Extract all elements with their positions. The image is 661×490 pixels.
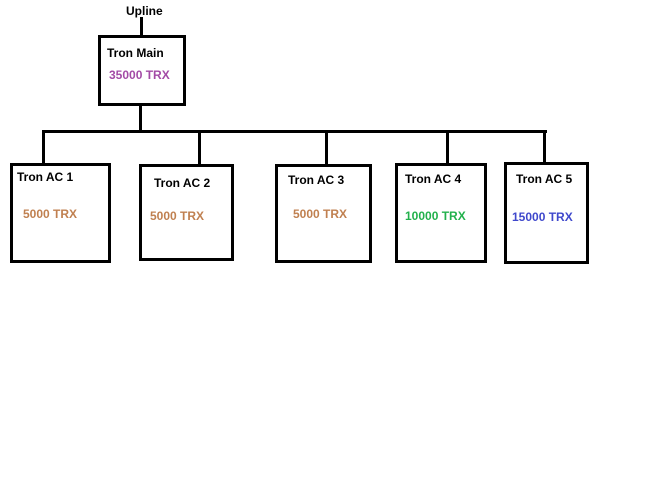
- sub-account-amount: 5000 TRX: [23, 207, 78, 221]
- main-account-name: Tron Main: [107, 46, 164, 60]
- drop-connector-ac3: [325, 130, 328, 166]
- sub-account-amount: 5000 TRX: [150, 209, 205, 223]
- main-trunk-connector: [139, 105, 142, 132]
- sub-account-name: Tron AC 5: [516, 172, 573, 186]
- sub-account-box-4: Tron AC 4 10000 TRX: [395, 163, 487, 263]
- drop-connector-ac2: [198, 130, 201, 166]
- sub-account-name: Tron AC 3: [288, 173, 345, 187]
- sub-account-box-3: Tron AC 3 5000 TRX: [275, 164, 372, 263]
- sub-account-name: Tron AC 4: [405, 172, 462, 186]
- main-account-amount: 35000 TRX: [109, 68, 170, 82]
- drop-connector-ac4: [446, 130, 449, 165]
- sub-account-box-5: Tron AC 5 15000 TRX: [504, 162, 589, 264]
- main-account-box: Tron Main 35000 TRX: [98, 35, 186, 106]
- sub-account-box-2: Tron AC 2 5000 TRX: [139, 164, 234, 261]
- upline-connector: [140, 17, 143, 36]
- sub-account-name: Tron AC 2: [154, 176, 211, 190]
- drop-connector-ac1: [42, 130, 45, 165]
- horizontal-bus-connector: [42, 130, 547, 133]
- upline-label: Upline: [126, 4, 163, 18]
- sub-account-amount: 15000 TRX: [512, 210, 573, 224]
- drop-connector-ac5: [543, 130, 546, 164]
- sub-account-amount: 5000 TRX: [293, 207, 348, 221]
- sub-account-amount: 10000 TRX: [405, 209, 466, 223]
- sub-account-box-1: Tron AC 1 5000 TRX: [10, 163, 111, 263]
- sub-account-name: Tron AC 1: [17, 170, 74, 184]
